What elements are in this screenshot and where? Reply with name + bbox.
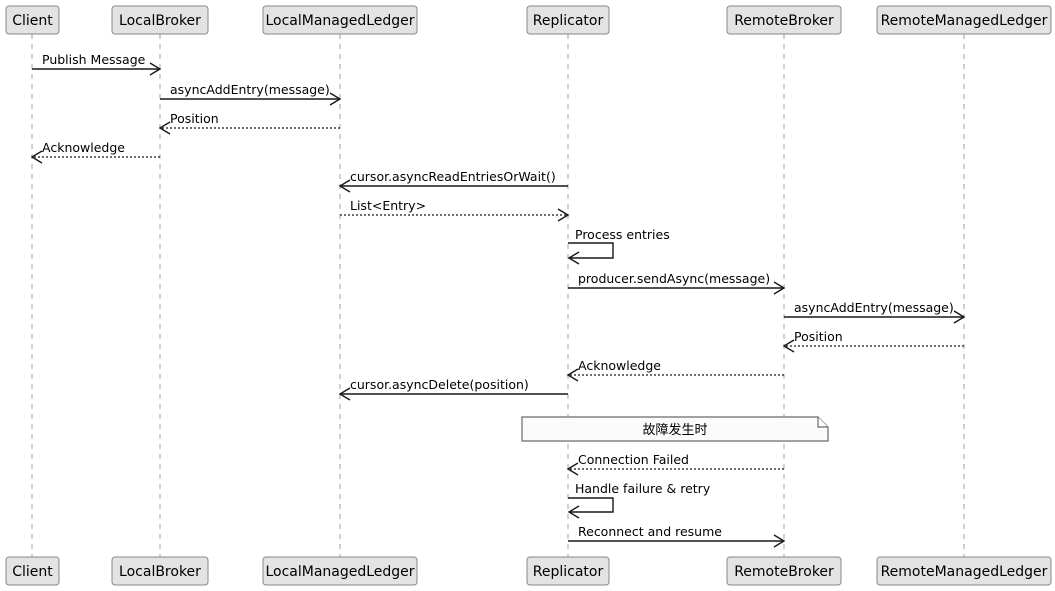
notes-layer: 故障发生时 [521, 416, 829, 442]
participants-bottom-layer: Client LocalBroker LocalManagedLedger Repli… [5, 556, 1052, 586]
message-arrow: Acknowledge [30, 140, 160, 164]
message-arrow: cursor.asyncDelete(position) [338, 377, 568, 401]
participant-local_managed_ledger-bottom[interactable]: LocalManagedLedger [262, 556, 418, 586]
message-arrow: asyncAddEntry(message) [784, 300, 966, 324]
participant-label: RemoteBroker [734, 13, 834, 29]
participant-box [876, 5, 1052, 35]
self-message-label: Handle failure & retry [575, 481, 711, 496]
participant-label: Client [12, 13, 53, 29]
participant-client-top[interactable]: Client [5, 5, 60, 35]
message-label: asyncAddEntry(message) [170, 82, 330, 97]
participant-label: RemoteBroker [734, 564, 834, 580]
participant-box [726, 556, 842, 586]
message-arrow: Connection Failed [566, 452, 784, 476]
message-arrow: Position [782, 329, 964, 353]
message-label: Connection Failed [578, 452, 689, 467]
participant-box [5, 556, 60, 586]
message-label: Position [170, 111, 219, 126]
message-arrow: Reconnect and resume [568, 524, 786, 548]
arrowhead [566, 368, 579, 382]
participant-label: LocalManagedLedger [265, 564, 414, 580]
arrowhead [773, 534, 786, 548]
participant-box [726, 5, 842, 35]
message-label: Publish Message [42, 52, 146, 67]
participant-box [262, 5, 418, 35]
arrowhead [30, 150, 43, 164]
note-body [521, 416, 829, 442]
participant-remote_broker-top[interactable]: RemoteBroker [726, 5, 842, 35]
participant-label: Replicator [533, 564, 604, 580]
participant-local_broker-top[interactable]: LocalBroker [111, 5, 209, 35]
message-arrow: producer.sendAsync(message) [568, 271, 786, 295]
arrowhead [557, 208, 570, 222]
message-arrow: cursor.asyncReadEntriesOrWait() [338, 169, 568, 193]
participant-box [876, 556, 1052, 586]
message-arrow: Position [158, 111, 340, 135]
self-message: Handle failure & retry [567, 481, 711, 519]
participant-label: LocalManagedLedger [265, 13, 414, 29]
arrowhead [338, 179, 351, 193]
participant-box [111, 5, 209, 35]
note-label: 故障发生时 [642, 422, 707, 438]
arrowhead [773, 281, 786, 295]
participant-box [5, 5, 60, 35]
participant-label: RemoteManagedLedger [881, 564, 1048, 580]
message-label: Acknowledge [42, 140, 125, 155]
arrowhead [782, 339, 795, 353]
participant-box [526, 5, 610, 35]
message-label: cursor.asyncDelete(position) [350, 377, 529, 392]
arrowhead [566, 462, 579, 476]
message-label: asyncAddEntry(message) [794, 300, 954, 315]
self-message-line [568, 497, 614, 513]
lifelines-layer [31, 34, 965, 557]
self-message-label: Process entries [575, 227, 670, 242]
self-message: Process entries [567, 227, 670, 265]
message-arrow: Acknowledge [566, 358, 784, 382]
messages-layer: Publish Message asyncAddEntry(message) Pos… [30, 52, 966, 548]
message-arrow: asyncAddEntry(message) [160, 82, 342, 106]
message-label: Reconnect and resume [578, 524, 722, 539]
arrowhead [158, 121, 171, 135]
participant-box [111, 556, 209, 586]
arrowhead [149, 62, 162, 76]
self-message-line [568, 242, 614, 259]
participant-remote_managed_ledger-top[interactable]: RemoteManagedLedger [876, 5, 1052, 35]
participant-local_managed_ledger-top[interactable]: LocalManagedLedger [262, 5, 418, 35]
message-label: producer.sendAsync(message) [578, 271, 770, 286]
message-arrow: Publish Message [32, 52, 162, 76]
arrowhead [567, 505, 580, 519]
participant-remote_managed_ledger-bottom[interactable]: RemoteManagedLedger [876, 556, 1052, 586]
participant-box [262, 556, 418, 586]
participant-local_broker-bottom[interactable]: LocalBroker [111, 556, 209, 586]
participant-label: Replicator [533, 13, 604, 29]
participant-label: Client [12, 564, 53, 580]
participant-remote_broker-bottom[interactable]: RemoteBroker [726, 556, 842, 586]
participant-replicator-top[interactable]: Replicator [526, 5, 610, 35]
arrowhead [953, 310, 966, 324]
message-label: List<Entry> [350, 198, 426, 213]
participant-replicator-bottom[interactable]: Replicator [526, 556, 610, 586]
arrowhead [329, 92, 342, 106]
note-fold-corner-icon [817, 417, 828, 428]
participant-client-bottom[interactable]: Client [5, 556, 60, 586]
participants-top-layer: Client LocalBroker LocalManagedLedger Repli… [5, 5, 1052, 35]
participant-label: LocalBroker [119, 13, 201, 29]
note: 故障发生时 [521, 416, 829, 442]
participant-label: LocalBroker [119, 564, 201, 580]
arrowhead [567, 251, 580, 265]
message-label: Acknowledge [578, 358, 661, 373]
participant-box [526, 556, 610, 586]
message-arrow: List<Entry> [340, 198, 570, 222]
participant-label: RemoteManagedLedger [881, 13, 1048, 29]
arrowhead [338, 387, 351, 401]
message-label: Position [794, 329, 843, 344]
message-label: cursor.asyncReadEntriesOrWait() [350, 169, 556, 184]
